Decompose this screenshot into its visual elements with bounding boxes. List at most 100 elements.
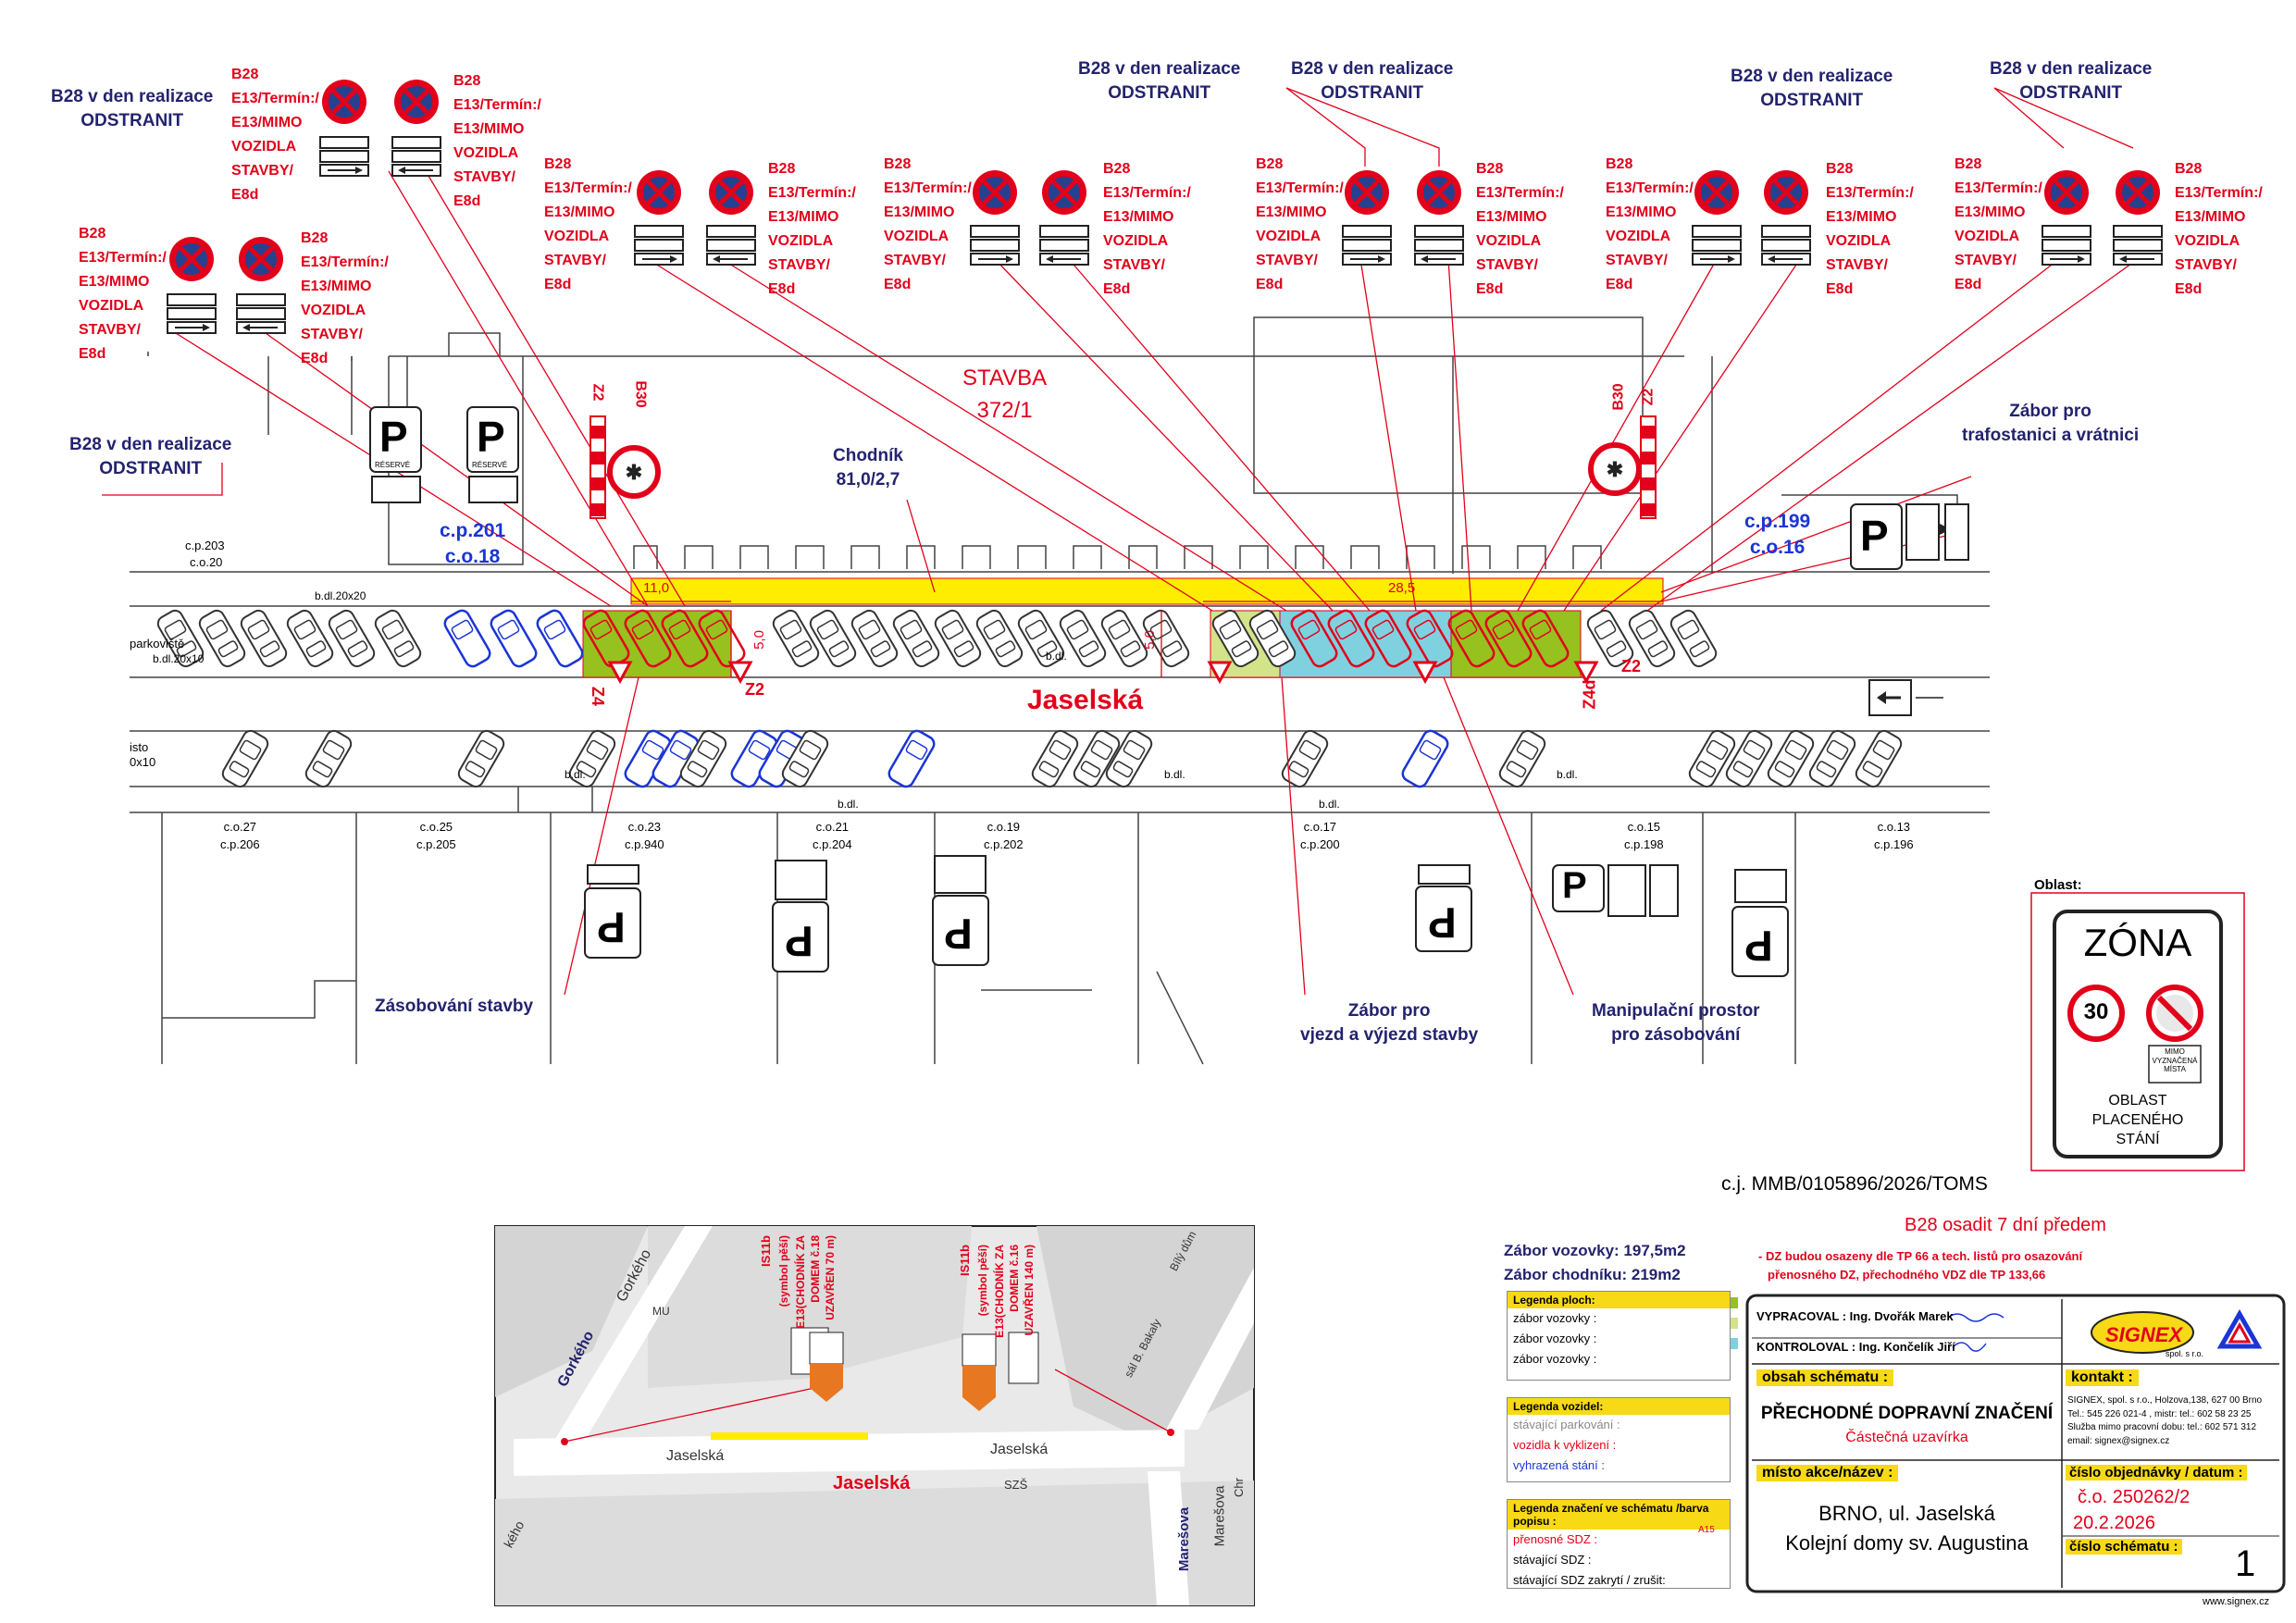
- legend-znaceni-row-3: stávající SDZ zakrytí / zrušit:: [1513, 1573, 1666, 1587]
- map-jaselska-main: Jaselská: [833, 1473, 911, 1493]
- z2-code-bottom2: Z2: [1621, 657, 1642, 675]
- sign-group-6: [2042, 170, 2163, 266]
- lbl-bdl-c: b.dl.: [838, 798, 859, 811]
- legend-vozidel-row-2: vozidla k vyklizení :: [1513, 1438, 1617, 1452]
- legend-plochy-title: Legenda ploch:: [1508, 1292, 1730, 1308]
- tb-logo-sub: spol. s r.o.: [2166, 1349, 2204, 1358]
- map-is11b2-l4: DOMEM č.16: [1008, 1245, 1021, 1312]
- reserve-2: RÉSERVÉ: [472, 461, 508, 469]
- street-lines: [130, 571, 1990, 813]
- sidewalk-closure-area: [630, 577, 1664, 605]
- lbl-bdl-b: b.dl.: [565, 768, 586, 781]
- p-sign-6: P: [944, 910, 973, 958]
- legend-znaceni-row-1: přenosné SDZ :: [1513, 1532, 1598, 1546]
- tb-kontroloval: KONTROLOVAL : Ing. Končelík Jiří: [1756, 1340, 1955, 1354]
- map-szs: SZŠ: [1004, 1478, 1028, 1492]
- svg-text:✱: ✱: [626, 461, 642, 484]
- lbl-bdl20x20: b.dl.20x20: [315, 589, 366, 602]
- dim-285: 28,5: [1388, 580, 1416, 596]
- cj-reference: c.j. MMB/0105896/2026/TOMS: [1721, 1173, 1988, 1195]
- lbl-bdl-d: b.dl.: [1164, 768, 1185, 781]
- map-is11b-l4: DOMEM č.18: [809, 1235, 822, 1303]
- tb-kontakt: SIGNEX, spol. s r.o., Holzova,138, 627 0…: [2067, 1395, 2263, 1446]
- p-sign-4: P: [597, 903, 626, 951]
- leader-lines: [102, 87, 2139, 996]
- legend-vozidel-row-3: vyhrazená stání :: [1513, 1458, 1605, 1472]
- legend-vozidel-title: Legenda vozidel:: [1508, 1398, 1730, 1415]
- legend-vozidel: Legenda vozidel: stávající parkování : v…: [1507, 1397, 1731, 1482]
- inset-map: [494, 1225, 1255, 1606]
- dim-5-left: 5,0: [751, 630, 767, 650]
- lbl-parkoviste: parkoviště: [130, 637, 185, 650]
- p-sign-5: P: [785, 917, 813, 965]
- z2-code-left: Z2: [590, 383, 606, 402]
- dim-5-right: 5,0: [1141, 630, 1158, 650]
- tb-obsah-2: Částečná uzavírka: [1845, 1430, 1968, 1445]
- lbl-bdl-f: b.dl.: [1557, 768, 1578, 781]
- tb-vypracoval: VYPRACOVAL : Ing. Dvořák Marek: [1756, 1309, 1954, 1323]
- legend-a15: A15: [1698, 1525, 1715, 1535]
- legend-plochy: Legenda ploch: zábor vozovky : zábor voz…: [1507, 1291, 1731, 1381]
- map-jaselska-1: Jaselská: [666, 1448, 725, 1464]
- zone-sign: [2030, 892, 2245, 1171]
- tb-obsah-head: obsah schématu :: [1756, 1369, 1894, 1386]
- map-is11b-l2: (symbol pěší): [777, 1235, 790, 1307]
- map-is11b-label-1: IS11b: [759, 1235, 773, 1267]
- map-is11b-l3: E13(CHODNÍK ZA: [794, 1235, 807, 1329]
- lbl-bdl20x10: b.dl.20x10: [153, 652, 205, 665]
- barrier-left: ✱: [590, 415, 661, 519]
- p-sign-9: P: [1744, 922, 1773, 970]
- lbl-co20: c.o.20: [190, 555, 223, 569]
- z4-code: Z4: [589, 686, 608, 707]
- reserve-1: RÉSERVÉ: [375, 461, 411, 469]
- map-mu: MU: [652, 1305, 670, 1318]
- tb-cislo-obj: č.o. 250262/2: [2078, 1487, 2191, 1507]
- parked-cars-bottom: [218, 726, 1905, 791]
- sign-group-3: [970, 170, 1089, 266]
- dz-note-1: - DZ budou osazeny dle TP 66 a tech. lis…: [1758, 1249, 2083, 1263]
- barrier-right: ✱: [1588, 415, 1657, 519]
- map-maresova-2: Marešova: [1211, 1485, 1228, 1547]
- lbl-bdl-a: b.dl.: [1046, 650, 1067, 663]
- tb-web: www.signex.cz: [2203, 1596, 2270, 1607]
- legend-plochy-row-2: zábor vozovky :: [1513, 1332, 1597, 1345]
- legend-znaceni-row-2: stávající SDZ :: [1513, 1553, 1592, 1567]
- map-is11b2-l2: (symbol pěší): [976, 1245, 989, 1317]
- buildings-bottom: [161, 787, 1796, 1065]
- legend-znaceni: Legenda značení ve schématu /barva popis…: [1507, 1499, 1731, 1589]
- zone-speed: 30: [2083, 999, 2109, 1024]
- z2-code-bottom: Z2: [745, 680, 765, 699]
- map-jaselska-2: Jaselská: [990, 1442, 1049, 1457]
- zabor-vozovky: Zábor vozovky: 197,5m2: [1504, 1242, 1686, 1259]
- tb-logo: SIGNEX: [2105, 1323, 2183, 1346]
- z4d-code: Z4d: [1580, 679, 1599, 710]
- lbl-bdl-e: b.dl.: [1319, 798, 1340, 811]
- zone-zona: ZÓNA: [2083, 921, 2192, 964]
